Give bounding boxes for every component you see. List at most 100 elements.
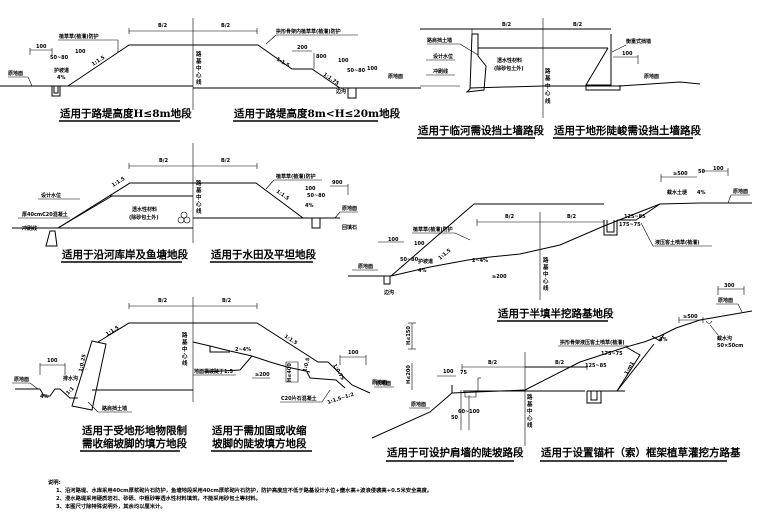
label-stone: 回填石 xyxy=(342,224,357,231)
dim-ge200: ≥200 xyxy=(255,372,270,378)
centerline-label: 路基中心线 xyxy=(526,393,533,429)
label-berm: 护坡道 xyxy=(54,67,69,74)
dim-50-80: 50~80 xyxy=(50,55,69,61)
label-ground-a: 原地面 xyxy=(376,380,391,387)
label-ground-left: 原地面 xyxy=(358,263,373,270)
label-ditch-size: 50×50cm xyxy=(717,343,743,349)
dim-wall-h: H≤400 xyxy=(287,363,293,382)
label-scour: 冲刷线 xyxy=(433,68,448,75)
note-item: 3、本图尺寸除特殊说明外，其余均以厘米计。 xyxy=(56,504,166,510)
label-slope-small: 1:1 xyxy=(65,385,76,396)
panel-reinforced-fill: B/2 1:1.5 2~4% 地面横坡陡于1:5 ≥200 H≤400 1:0.… xyxy=(192,298,387,406)
dim-100c: 100 xyxy=(713,166,724,172)
label-step: 2~4% xyxy=(472,258,488,264)
label-design-water: 设计水位 xyxy=(433,53,453,60)
label-ground: 原地面 xyxy=(644,73,659,80)
label-pct: 4% xyxy=(305,203,314,209)
label-pct: 4% xyxy=(697,190,706,196)
caption-reinforced-fill-2: 坡脚的陡坡填方地段 xyxy=(212,437,307,450)
dim-half-width: B/2 xyxy=(221,23,231,29)
dim-half-width: B/2 xyxy=(555,360,565,366)
label-ditch: 边沟 xyxy=(383,289,394,296)
panel-half-fill-half-cut: B/2 B/2 路基中心线 植草草(植灌)防护 1:1.5 2~4% ≥200 … xyxy=(348,166,752,300)
dim-half-width: B/2 xyxy=(573,22,583,28)
label-spray: 拱形骨架液压客土喷草(植灌) xyxy=(559,339,625,346)
notes: 说明: 1、沿河路堤、水库采用40cm厚浆砌片石防护，鱼塘地段采用40cm厚浆砌… xyxy=(48,479,432,511)
dim-half-width: B/2 xyxy=(222,298,232,304)
panel-paddy: B/2 植草草(植灌)防护 1:1.5 100 50~80 900 4% 原地面… xyxy=(193,158,358,231)
dim-100: 100 xyxy=(622,51,633,57)
dim-100: 100 xyxy=(443,369,454,375)
dim-75: 75 xyxy=(460,370,467,376)
centerline-label: 路基中心线 xyxy=(181,331,188,367)
caption-river-pond: 适用于沿河库岸及鱼塘地段 xyxy=(62,248,188,261)
dim-ge500: ≥500 xyxy=(683,314,698,320)
dim-175-75: 175~75 xyxy=(619,222,641,228)
panel-shoulder-wall: B/2 100 75 60~100 50 H≤150 H≤200 原地面 原地面 xyxy=(371,322,585,439)
dim-half-width: B/2 xyxy=(158,23,168,29)
label-berm: 护坡道 xyxy=(418,258,433,265)
note-item: 1、沿河路堤、水库采用40cm厚浆砌片石防护，鱼塘地段采用40cm厚浆砌片石防护… xyxy=(56,488,433,494)
dim-125-85: 125~85 xyxy=(585,363,607,369)
panel-embankment-low: B/2 100 50~80 100 植草草(植灌)防护 1:1.5 护坡道 4%… xyxy=(0,23,193,97)
label-ground: 原地面 xyxy=(342,205,357,212)
dim-800: 800 xyxy=(316,54,327,60)
dim-100: 100 xyxy=(305,186,316,192)
caption-embankment-mid: 适用于路堤高度8m<H≤20m地段 xyxy=(234,107,401,120)
dim-half-width: B/2 xyxy=(567,214,577,220)
dim-50-80: 50~80 xyxy=(400,257,419,263)
caption-embankment-low: 适用于路堤高度H≤8m地段 xyxy=(60,107,192,120)
label-fill: 透水性材料 xyxy=(132,206,157,213)
label-slope-right: 1:0.75 xyxy=(331,363,345,382)
label-step: 2~4% xyxy=(235,347,251,353)
label-concrete: C20片石混凝土 xyxy=(281,395,317,402)
label-wall: 衡重式挡墙 xyxy=(625,38,651,45)
label-scour: 冲刷线 xyxy=(22,225,37,232)
centerline-label: 路基中心线 xyxy=(195,179,202,215)
dim-100b: 100 xyxy=(414,241,425,247)
centerline-label: 路基中心线 xyxy=(542,256,549,292)
dim-900: 900 xyxy=(332,180,343,186)
centerline-label: 路基中心线 xyxy=(195,50,202,86)
panel-river-retaining: B/2 路肩挡土墙 设计水位 冲刷线 透水性材料 (除砂包土外) 原地面 xyxy=(380,22,608,93)
dim-50: 50 xyxy=(451,415,458,421)
dim-175-75: 175~75 xyxy=(601,351,623,357)
dim-300: 300 xyxy=(724,283,735,289)
label-slope-foot: 1:1.5~1:2 xyxy=(327,392,355,406)
label-slope: 1:1.5 xyxy=(437,247,452,261)
label-slope-upper: 1:1.5 xyxy=(275,57,291,70)
label-slope-top: 1:1.5 xyxy=(105,325,121,338)
caption-reinforced-fill-1: 适用于需加固或收缩 xyxy=(212,424,307,437)
caption-constrained-fill-2: 需收缩坡脚的填方地段 xyxy=(82,437,187,450)
label-protection: 植草草(植灌)防护 xyxy=(275,173,316,180)
dim-half-width: B/2 xyxy=(488,360,498,366)
dim-ge200: ≥200 xyxy=(492,274,507,280)
label-wall: 路肩挡土墙 xyxy=(102,405,127,412)
label-ground: 原地面 xyxy=(8,70,23,77)
caption-paddy: 适用于水田及平坦地段 xyxy=(211,248,316,261)
label-ditch-top: 截水土埂 xyxy=(667,189,688,196)
caption-half-fill-half-cut: 适用于半填半挖路基地段 xyxy=(498,307,614,320)
note-item: 2、浸水路堤采用硬质岩石、砂砾、中粗砂等透水性材料填筑，不能采用砂包土等材料。 xyxy=(56,496,261,502)
dim-half-width: B/2 xyxy=(159,158,169,164)
label-ground: 原地面 xyxy=(388,73,403,80)
label-protection: 植草草(植灌)防护 xyxy=(412,226,453,233)
caption-anchor-frame: 适用于设置锚杆（索）框架植草灌挖方路基 xyxy=(541,446,741,459)
caption-river-retaining: 适用于临河需设挡土墙路段 xyxy=(418,124,544,137)
panel-constrained-fill: B/2 1:1.5 1:0.25 100 原地面 排水沟 4% 1:1 路肩挡土… xyxy=(12,298,193,413)
label-design-water: 设计水位 xyxy=(41,192,61,199)
label-ground: 原地面 xyxy=(372,379,387,386)
dim-100b: 100 xyxy=(367,66,378,72)
label-ditch: 边沟 xyxy=(335,88,346,95)
caption-steep-retaining: 适用于地形陡峻需设挡土墙路段 xyxy=(554,124,701,137)
label-ground-b: 原地面 xyxy=(411,401,426,408)
label-steep: 地面横坡陡于1:5 xyxy=(194,368,233,375)
label-slope: 1:m1 xyxy=(624,360,637,376)
dim-100b: 100 xyxy=(75,49,86,55)
dim-ge500: ≥500 xyxy=(673,171,688,177)
label-slope: 1:1.5 xyxy=(275,189,291,202)
dim-200: 200 xyxy=(297,45,308,51)
label-fill: 透水性材料 xyxy=(497,57,522,64)
label-slope-wall: 1:0.25 xyxy=(78,353,88,372)
dim-50: 50 xyxy=(698,169,705,175)
